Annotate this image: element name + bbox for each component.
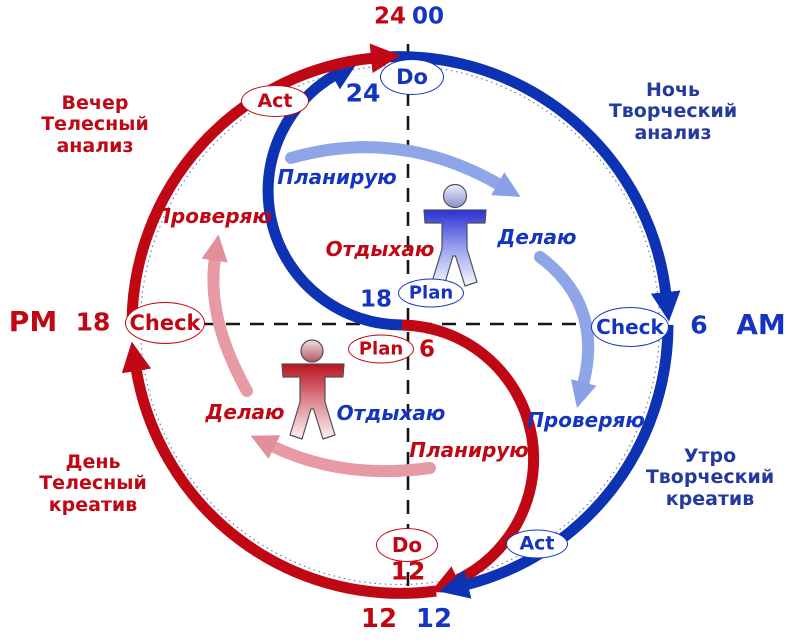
light-blue-arrow-plan-to-do [285, 141, 521, 197]
quadrant-morning: Утро Творческий креатив [645, 445, 775, 510]
blue-outer-arc-top-to-right [385, 51, 681, 322]
stage-plan-center-blue: Plan [398, 278, 464, 308]
blue-outer-arc-right-to-bottom [439, 324, 674, 599]
activity-day-plan: Планирую [409, 438, 529, 462]
hour-6-center: 6 [418, 336, 436, 363]
hour-12-bottom-blue: 12 [415, 604, 453, 634]
hour-18-left: 18 [75, 307, 111, 337]
activity-night-rest: Отдыхаю [336, 401, 446, 425]
stage-check-left: Check [125, 302, 205, 344]
hour-12-bottom-red: 12 [360, 604, 398, 634]
activity-night-do: Делаю [497, 225, 577, 249]
hour-24-inner: 24 [345, 78, 381, 108]
activity-day-check: Проверяю [154, 204, 272, 228]
stage-do-top: Do [380, 59, 444, 95]
stage-act-bottom: Act [506, 529, 568, 559]
quadrant-evening: Вечер Телесный анализ [41, 92, 149, 157]
activity-day-rest: Отдыхаю [325, 237, 435, 261]
am-label: AM [736, 308, 786, 341]
hour-6-right: 6 [690, 310, 708, 340]
quadrant-day: День Телесный креатив [39, 451, 147, 516]
quadrant-night: Ночь Творческий анализ [608, 79, 738, 144]
person-icon-red [281, 339, 345, 440]
pink-arrow-do-to-check [201, 234, 253, 397]
activity-night-check: Проверяю [527, 408, 645, 432]
red-outer-arc-left-to-top [126, 43, 401, 326]
hour-24-top: 24 [373, 3, 407, 30]
person-icon-blue [423, 183, 487, 287]
activity-night-plan: Планирую [277, 165, 397, 189]
stage-plan-center-red: Plan [348, 334, 414, 364]
red-inner-curve-center-to-bottom [401, 319, 540, 594]
light-blue-arrow-do-to-check [534, 251, 597, 408]
activity-day-do: Делаю [205, 400, 285, 424]
hour-12-inner: 12 [390, 556, 426, 586]
stage-check-right: Check [591, 307, 669, 347]
hour-00-top: 00 [411, 3, 445, 30]
hour-18-center: 18 [359, 286, 393, 313]
stage-do-bottom: Do [376, 528, 438, 562]
pm-label: PM [8, 305, 58, 338]
pink-arrow-plan-to-do [250, 435, 436, 478]
stage-act-top: Act [241, 85, 309, 117]
red-outer-arc-bottom-to-left [121, 341, 437, 599]
